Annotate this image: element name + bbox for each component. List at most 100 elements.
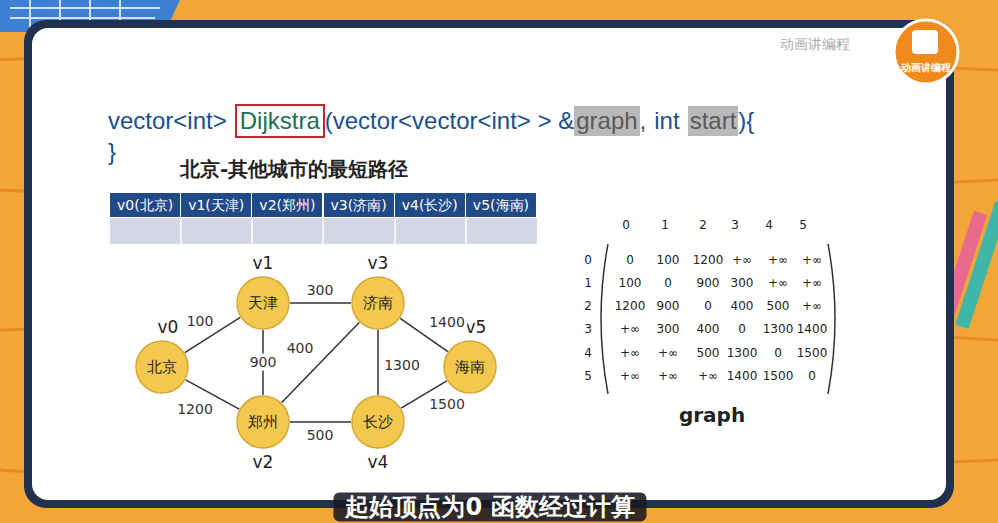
matrix-cell: +∞ bbox=[658, 369, 678, 383]
city-circle-shape bbox=[237, 277, 289, 329]
matrix-cell: +∞ bbox=[732, 253, 752, 267]
code-token: , bbox=[640, 106, 647, 136]
matrix-cell: 100 bbox=[657, 253, 680, 267]
matrix-cell: +∞ bbox=[802, 276, 822, 290]
matrix-cell: 1500 bbox=[763, 369, 794, 383]
city-node: 天津v1 bbox=[236, 276, 290, 330]
table-grid bbox=[181, 218, 466, 244]
chart-title: 北京-其他城市的最短路径 bbox=[180, 157, 408, 181]
matrix-cell: 0 bbox=[738, 322, 746, 336]
matrix-row-index: 5 bbox=[584, 369, 592, 383]
city-name: 海南 bbox=[455, 358, 485, 376]
matrix-row-index: 1 bbox=[584, 276, 592, 290]
code-token: vector<int> bbox=[108, 106, 227, 136]
road-edge bbox=[282, 322, 359, 402]
matrix-cell: 300 bbox=[657, 322, 680, 336]
table-header-cell: v2(郑州) bbox=[252, 193, 322, 217]
table-header-cell: v3(济南) bbox=[324, 193, 394, 217]
matrix-cell: 300 bbox=[731, 276, 754, 290]
matrix-row-index: 0 bbox=[584, 253, 592, 267]
matrix-cell: 500 bbox=[767, 299, 790, 313]
logo-text: 动画讲编程 bbox=[901, 62, 951, 74]
code-token: } bbox=[108, 138, 116, 167]
city-name: 郑州 bbox=[248, 413, 278, 431]
edge-weight: 300 bbox=[305, 282, 336, 299]
city-circle-shape bbox=[352, 396, 404, 448]
matrix-cell: 1200 bbox=[615, 299, 646, 313]
vertex-id: v0 bbox=[158, 317, 179, 337]
matrix-column-index: 4 bbox=[765, 218, 773, 232]
matrix-column-index: 2 bbox=[699, 218, 707, 232]
matrix-cell: +∞ bbox=[620, 346, 640, 360]
matrix-cell: +∞ bbox=[768, 276, 788, 290]
matrix-cell: 100 bbox=[619, 276, 642, 290]
matrix-cell: 0 bbox=[626, 253, 634, 267]
matrix-name: graph bbox=[679, 403, 745, 427]
code-token: (vector<vector<int> > & bbox=[325, 106, 574, 136]
road-edge bbox=[377, 330, 379, 395]
code-token: start bbox=[688, 106, 739, 136]
matrix-cell: 0 bbox=[664, 276, 672, 290]
matrix-column-index: 3 bbox=[731, 218, 739, 232]
matrix-cell: 1500 bbox=[797, 346, 828, 360]
matrix-row-index: 4 bbox=[584, 346, 592, 360]
vertex-id: v3 bbox=[368, 253, 389, 273]
city-name: 长沙 bbox=[363, 413, 393, 431]
matrix-cell: +∞ bbox=[802, 253, 822, 267]
matrix-cell: 1200 bbox=[693, 253, 724, 267]
edge-weight: 1400 bbox=[427, 314, 467, 331]
matrix-cell: 900 bbox=[697, 276, 720, 290]
table-header-cell: v1(天津) bbox=[181, 193, 251, 217]
matrix-cell: 0 bbox=[704, 299, 712, 313]
vertex-id: v1 bbox=[253, 253, 274, 273]
city-node: 郑州v2 bbox=[236, 395, 290, 449]
matrix-cell: 400 bbox=[731, 299, 754, 313]
table-body-row bbox=[110, 218, 537, 244]
city-node: 海南v5 bbox=[443, 340, 497, 394]
logo-mark bbox=[912, 30, 938, 54]
matrix-cell: +∞ bbox=[658, 346, 678, 360]
matrix-cell: +∞ bbox=[698, 369, 718, 383]
edge-weight: 100 bbox=[185, 313, 216, 330]
edge-weight: 400 bbox=[285, 340, 316, 357]
matrix-cell: 500 bbox=[697, 346, 720, 360]
subtitle: 起始顶点为0 函数经过计算 bbox=[333, 493, 646, 522]
matrix-cell: +∞ bbox=[802, 299, 822, 313]
code-token: int bbox=[654, 106, 679, 136]
city-name: 济南 bbox=[363, 294, 393, 312]
edge-weight: 900 bbox=[248, 354, 279, 371]
code-token: graph bbox=[574, 106, 639, 136]
panel-frame bbox=[24, 20, 954, 508]
matrix-cell: 900 bbox=[657, 299, 680, 313]
matrix-cell: 1400 bbox=[797, 322, 828, 336]
city-circle-shape bbox=[352, 277, 404, 329]
vertex-id: v2 bbox=[253, 452, 274, 472]
city-circle-shape bbox=[237, 396, 289, 448]
matrix-cell: +∞ bbox=[620, 322, 640, 336]
table-header-cell: v4(长沙) bbox=[395, 193, 465, 217]
code-token: ){ bbox=[738, 106, 754, 136]
edge-weight: 500 bbox=[305, 427, 336, 444]
code-line: vector<int> Dijkstra(vector<vector<int> >… bbox=[108, 104, 754, 138]
matrix-cell: +∞ bbox=[768, 253, 788, 267]
edge-weight: 1200 bbox=[175, 401, 215, 418]
matrix-row-index: 3 bbox=[584, 322, 592, 336]
watermark: 动画讲编程 bbox=[780, 36, 850, 53]
matrix-column-index: 1 bbox=[661, 218, 669, 232]
code-token: Dijkstra bbox=[235, 104, 325, 138]
matrix-cell: 1300 bbox=[763, 322, 794, 336]
road-edge bbox=[290, 302, 351, 304]
matrix-column-index: 5 bbox=[799, 218, 807, 232]
matrix-column-index: 0 bbox=[622, 218, 630, 232]
table-header-cell: v0(北京) bbox=[110, 193, 180, 217]
vertex-id: v5 bbox=[466, 317, 487, 337]
edge-weight: 1300 bbox=[382, 357, 422, 374]
road-edge bbox=[290, 421, 351, 423]
city-node: 北京v0 bbox=[135, 340, 189, 394]
matrix-cell: 1300 bbox=[727, 346, 758, 360]
logo-badge bbox=[894, 20, 958, 84]
